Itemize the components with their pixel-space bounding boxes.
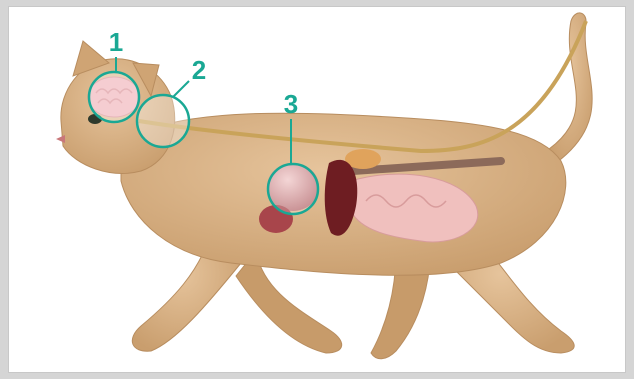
callout-1-number: 1 (109, 27, 123, 57)
diagram-panel: 1 2 3 (8, 6, 626, 373)
cat-anatomy-illustration: 1 2 3 (9, 7, 626, 373)
callout-2-circle (137, 95, 189, 147)
callout-1-circle (89, 72, 139, 122)
callout-2-number: 2 (192, 55, 206, 85)
callout-2-leader (173, 81, 189, 97)
callout-3-number: 3 (284, 89, 298, 119)
callout-3-circle (268, 164, 318, 214)
cat-body (56, 13, 592, 359)
